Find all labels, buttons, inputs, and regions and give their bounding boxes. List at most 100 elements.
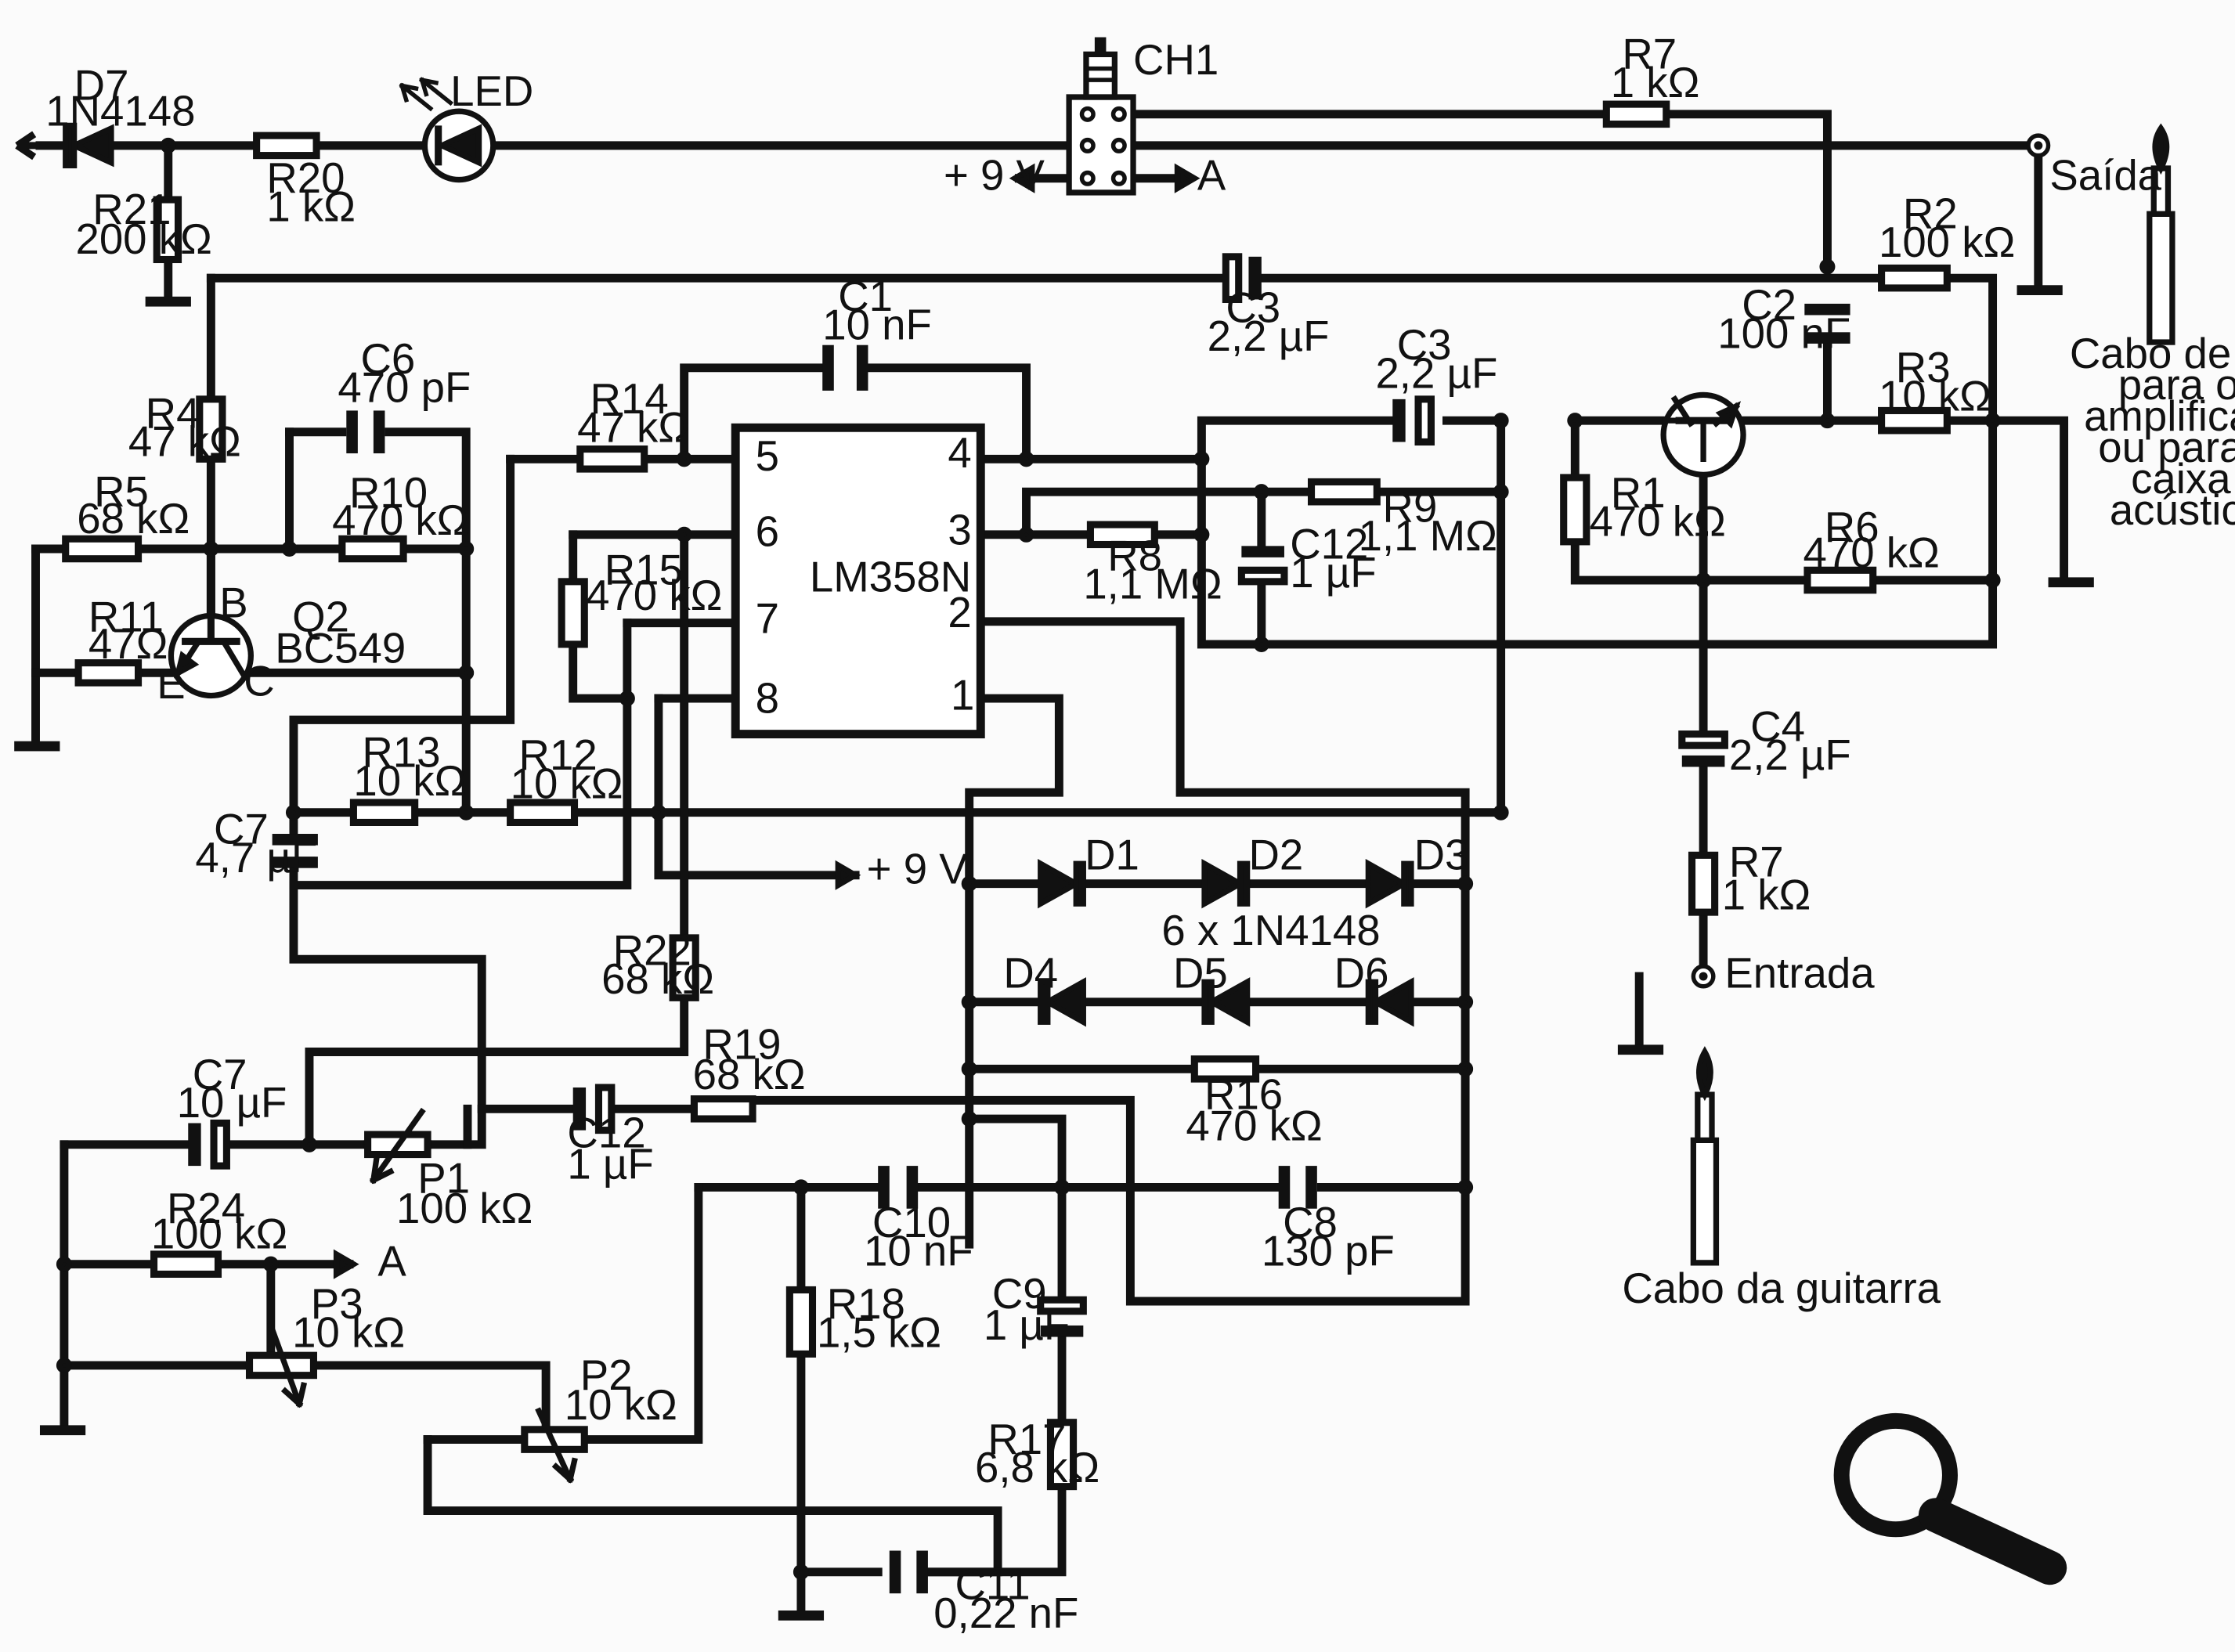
label-c9-val: 1 µF [984, 1301, 1070, 1349]
d2-diode [1201, 859, 1246, 909]
label-p2: P2 [580, 1351, 633, 1399]
label-r1: R1 [1611, 469, 1666, 517]
r13-body [349, 799, 419, 827]
label-c11: C11 [955, 1560, 1031, 1608]
label-p1: P1 [417, 1155, 470, 1203]
r5-body [62, 535, 143, 563]
label-d6: D6 [1334, 950, 1389, 997]
label-c3-top: C3 [1226, 284, 1280, 332]
label-r5: R5 [94, 467, 149, 515]
label-p2-val: 10 kΩ [565, 1381, 677, 1429]
ic-pin-1: 1 [951, 672, 974, 720]
r14-body [576, 445, 648, 473]
label-cabo-saida-3: amplificador [2084, 392, 2235, 440]
label-led: LED [450, 67, 533, 115]
label-r17: R17 [988, 1416, 1066, 1463]
label-c7-top: C7 [214, 806, 269, 853]
label-r12-val: 10 kΩ [511, 760, 623, 808]
label-c3-top-val: 2,2 µF [1208, 312, 1330, 360]
capacitors [188, 253, 1850, 1594]
label-r15-val: 470 kΩ [586, 572, 722, 619]
r17-body [1046, 1419, 1078, 1491]
label-r11-val: 47Ω [88, 620, 168, 668]
label-r21-val: 200 kΩ [75, 215, 211, 263]
r20-body [253, 132, 320, 160]
ic-pin-7: 7 [756, 594, 779, 642]
label-r19: R19 [702, 1021, 781, 1069]
label-q2-type: BC549 [275, 625, 406, 673]
label-p3: P3 [311, 1280, 363, 1328]
label-d3: D3 [1414, 831, 1469, 879]
label-r9-val: 1,1 MΩ [1359, 512, 1497, 560]
label-9v-mid: + 9 V [867, 846, 969, 893]
r2-body [1878, 264, 1951, 292]
label-r7-bot: R7 [1729, 839, 1784, 886]
label-c12-bot: C12 [567, 1109, 645, 1156]
label-r10-val: 470 kΩ [332, 496, 468, 544]
r10-body [338, 535, 407, 563]
r16-body [1190, 1055, 1260, 1083]
magnifier-icon[interactable] [1833, 1412, 2067, 1585]
diodes [15, 122, 1414, 1027]
label-c1-val: 10 nF [822, 301, 932, 348]
ic-label: LM358N [810, 554, 971, 601]
d7-diode [67, 124, 114, 168]
label-d5: D5 [1173, 950, 1228, 997]
label-c1: C1 [838, 272, 893, 320]
label-r12: R12 [519, 731, 598, 779]
label-r10: R10 [349, 469, 428, 517]
r15-body [558, 578, 588, 648]
label-r19-val: 68 kΩ [693, 1051, 806, 1098]
ic-pin-6: 6 [756, 507, 779, 555]
label-c11-val: 0,22 nF [933, 1589, 1078, 1637]
r11-body [74, 659, 143, 687]
label-q2: Q2 [292, 593, 349, 641]
label-c7-bot-val: 10 µF [177, 1079, 287, 1127]
label-c6-val: 470 pF [338, 364, 471, 412]
ic-lm358n [731, 423, 985, 739]
d6-diode [1369, 977, 1414, 1027]
label-entrada: Entrada [1724, 950, 1875, 997]
d1-diode [1038, 859, 1082, 909]
resistors [62, 100, 1951, 1491]
label-d7-type: 1N4148 [45, 87, 195, 135]
r21-body [153, 196, 182, 264]
r22-body [669, 934, 699, 1001]
label-r6-val: 470 kΩ [1803, 529, 1939, 577]
label-r1-val: 470 kΩ [1589, 498, 1725, 546]
label-pin-c: C [244, 657, 274, 705]
r3-body [1878, 406, 1951, 435]
label-r18-val: 1,5 kΩ [817, 1308, 941, 1356]
label-r4-val: 47 kΩ [128, 418, 241, 466]
r4-body [196, 395, 226, 463]
label-c8: C8 [1283, 1199, 1338, 1246]
r1-body [1560, 474, 1590, 546]
r7-bot-body [1688, 851, 1719, 916]
label-cabo-saida-6: acústica [2110, 486, 2235, 534]
r12-body [507, 799, 579, 827]
label-d2: D2 [1248, 831, 1303, 879]
r24-body [150, 1250, 222, 1278]
r8-body [1086, 521, 1158, 549]
label-c9: C9 [992, 1270, 1047, 1318]
r9-body [1307, 478, 1381, 506]
label-r3-val: 10 kΩ [1879, 372, 1991, 420]
ic-pin-5: 5 [756, 432, 779, 480]
label-r14: R14 [590, 375, 669, 423]
label-d4: D4 [1003, 950, 1058, 997]
label-c3-mid-val: 2,2 µF [1375, 349, 1497, 397]
label-r22: R22 [613, 926, 691, 974]
label-r13: R13 [362, 728, 440, 776]
label-r15: R15 [605, 546, 683, 593]
label-a-top: A [1197, 151, 1226, 199]
label-c10-val: 10 nF [864, 1228, 973, 1275]
label-c4-val: 2,2 µF [1729, 731, 1851, 779]
label-r11: R11 [88, 593, 164, 641]
label-r6: R6 [1825, 503, 1879, 551]
label-c6: C6 [360, 335, 415, 383]
junctions [56, 137, 2001, 1580]
label-r8-val: 1,1 MΩ [1083, 561, 1222, 608]
label-cabo-saida-5: caixa [2131, 455, 2231, 503]
label-r18: R18 [827, 1280, 905, 1328]
label-cabo-saida-1: Cabo de saída [2070, 330, 2235, 377]
